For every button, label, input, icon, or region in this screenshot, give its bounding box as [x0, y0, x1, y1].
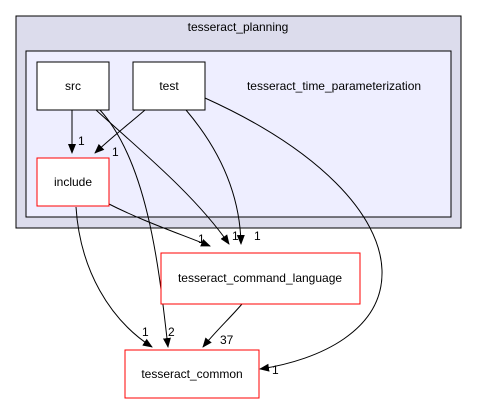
edge-label-include-common: 1 [142, 325, 149, 339]
edge-label-command-language-common: 37 [220, 333, 234, 347]
node-src-label: src [65, 79, 81, 93]
edge-src-common[interactable] [99, 109, 171, 348]
edge-label-test-include: 1 [112, 145, 119, 159]
node-tesseract-common-label: tesseract_common [141, 367, 242, 381]
node-tesseract-command-language-box [160, 252, 361, 305]
edge-label-src-command-language: 1 [232, 229, 239, 243]
edge-labels: 1 1 1 1 1 1 2 37 1 [78, 134, 279, 377]
edge-test-include[interactable] [94, 109, 146, 154]
node-test-box [132, 61, 206, 111]
cluster-tesseract-planning-label: tesseract_planning [188, 20, 289, 34]
edge-command-language-common[interactable] [202, 303, 243, 348]
edges [68, 97, 383, 372]
node-test[interactable]: test [132, 61, 206, 111]
edge-label-src-include: 1 [78, 134, 85, 148]
node-tesseract-common-box [124, 349, 260, 399]
node-src-box [36, 61, 110, 111]
edge-test-command-language[interactable] [185, 109, 245, 245]
node-test-label: test [159, 79, 179, 93]
edge-label-include-command-language: 1 [198, 232, 205, 246]
node-include-box [36, 157, 110, 207]
cluster-tesseract-time-parameterization-label: tesseract_time_parameterization [247, 79, 421, 93]
edge-src-command-language[interactable] [95, 109, 230, 245]
edge-include-common[interactable] [75, 206, 153, 348]
edge-test-common[interactable] [204, 97, 383, 372]
node-include-label: include [54, 175, 92, 189]
edge-label-test-common: 1 [272, 363, 279, 377]
node-tesseract-common[interactable]: tesseract_common [124, 349, 260, 399]
node-tesseract-command-language-label: tesseract_command_language [178, 271, 342, 285]
node-src[interactable]: src [36, 61, 110, 111]
edge-label-src-common: 2 [168, 325, 175, 339]
edge-label-test-command-language: 1 [254, 229, 261, 243]
node-include[interactable]: include [36, 157, 110, 207]
node-tesseract-command-language[interactable]: tesseract_command_language [160, 252, 361, 305]
edge-include-command-language[interactable] [106, 202, 211, 247]
